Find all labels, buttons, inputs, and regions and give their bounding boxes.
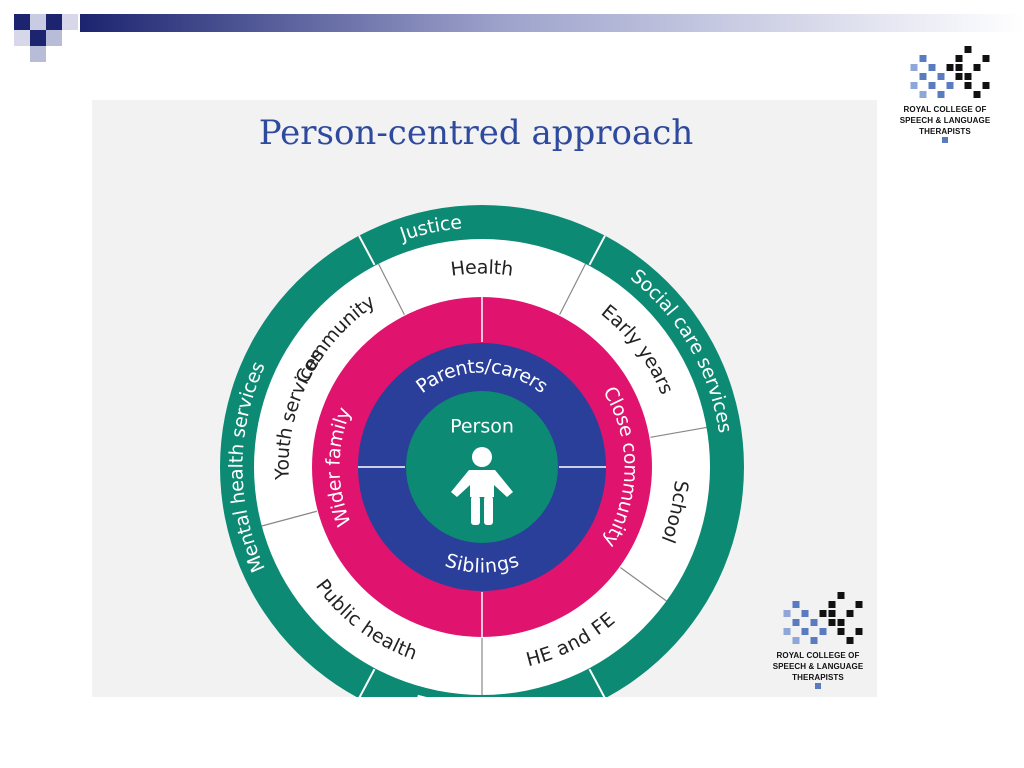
- logo-mark-icon: [783, 592, 863, 644]
- services-ring-divider: [377, 263, 405, 315]
- logo-tail-icon: [815, 683, 821, 689]
- logo-line-2: SPEECH & LANGUAGE: [899, 116, 991, 125]
- corner-decoration: [14, 14, 78, 62]
- label-health: Health: [449, 256, 514, 280]
- services-ring-divider: [261, 510, 317, 527]
- logo-line-3: THERAPISTS: [919, 127, 971, 136]
- logo-line-2: SPEECH & LANGUAGE: [772, 662, 864, 671]
- logo-line-3: THERAPISTS: [792, 673, 844, 682]
- label-person: Person: [450, 416, 514, 438]
- services-ring-divider: [559, 263, 587, 315]
- rcslt-logo-top: ROYAL COLLEGE OF SPEECH & LANGUAGE THERA…: [890, 44, 1000, 148]
- person-icon: [451, 447, 513, 525]
- services-ring-divider: [619, 567, 667, 602]
- outer-ring-divider: [588, 235, 606, 266]
- logo-tail-icon: [942, 137, 948, 143]
- rcslt-logo-panel: ROYAL COLLEGE OF SPEECH & LANGUAGE THERA…: [762, 590, 874, 694]
- outer-ring-divider: [358, 668, 376, 697]
- logo-mark-icon: [910, 46, 990, 98]
- diagram-title: Person-centred approach: [259, 113, 693, 153]
- center-group: Person: [450, 416, 514, 525]
- top-gradient-bar: [80, 14, 1024, 32]
- outer-ring-divider: [358, 235, 376, 266]
- services-ring-divider: [650, 426, 707, 438]
- logo-line-1: ROYAL COLLEGE OF: [903, 105, 987, 114]
- outer-ring-divider: [588, 668, 606, 697]
- logo-line-1: ROYAL COLLEGE OF: [776, 651, 860, 660]
